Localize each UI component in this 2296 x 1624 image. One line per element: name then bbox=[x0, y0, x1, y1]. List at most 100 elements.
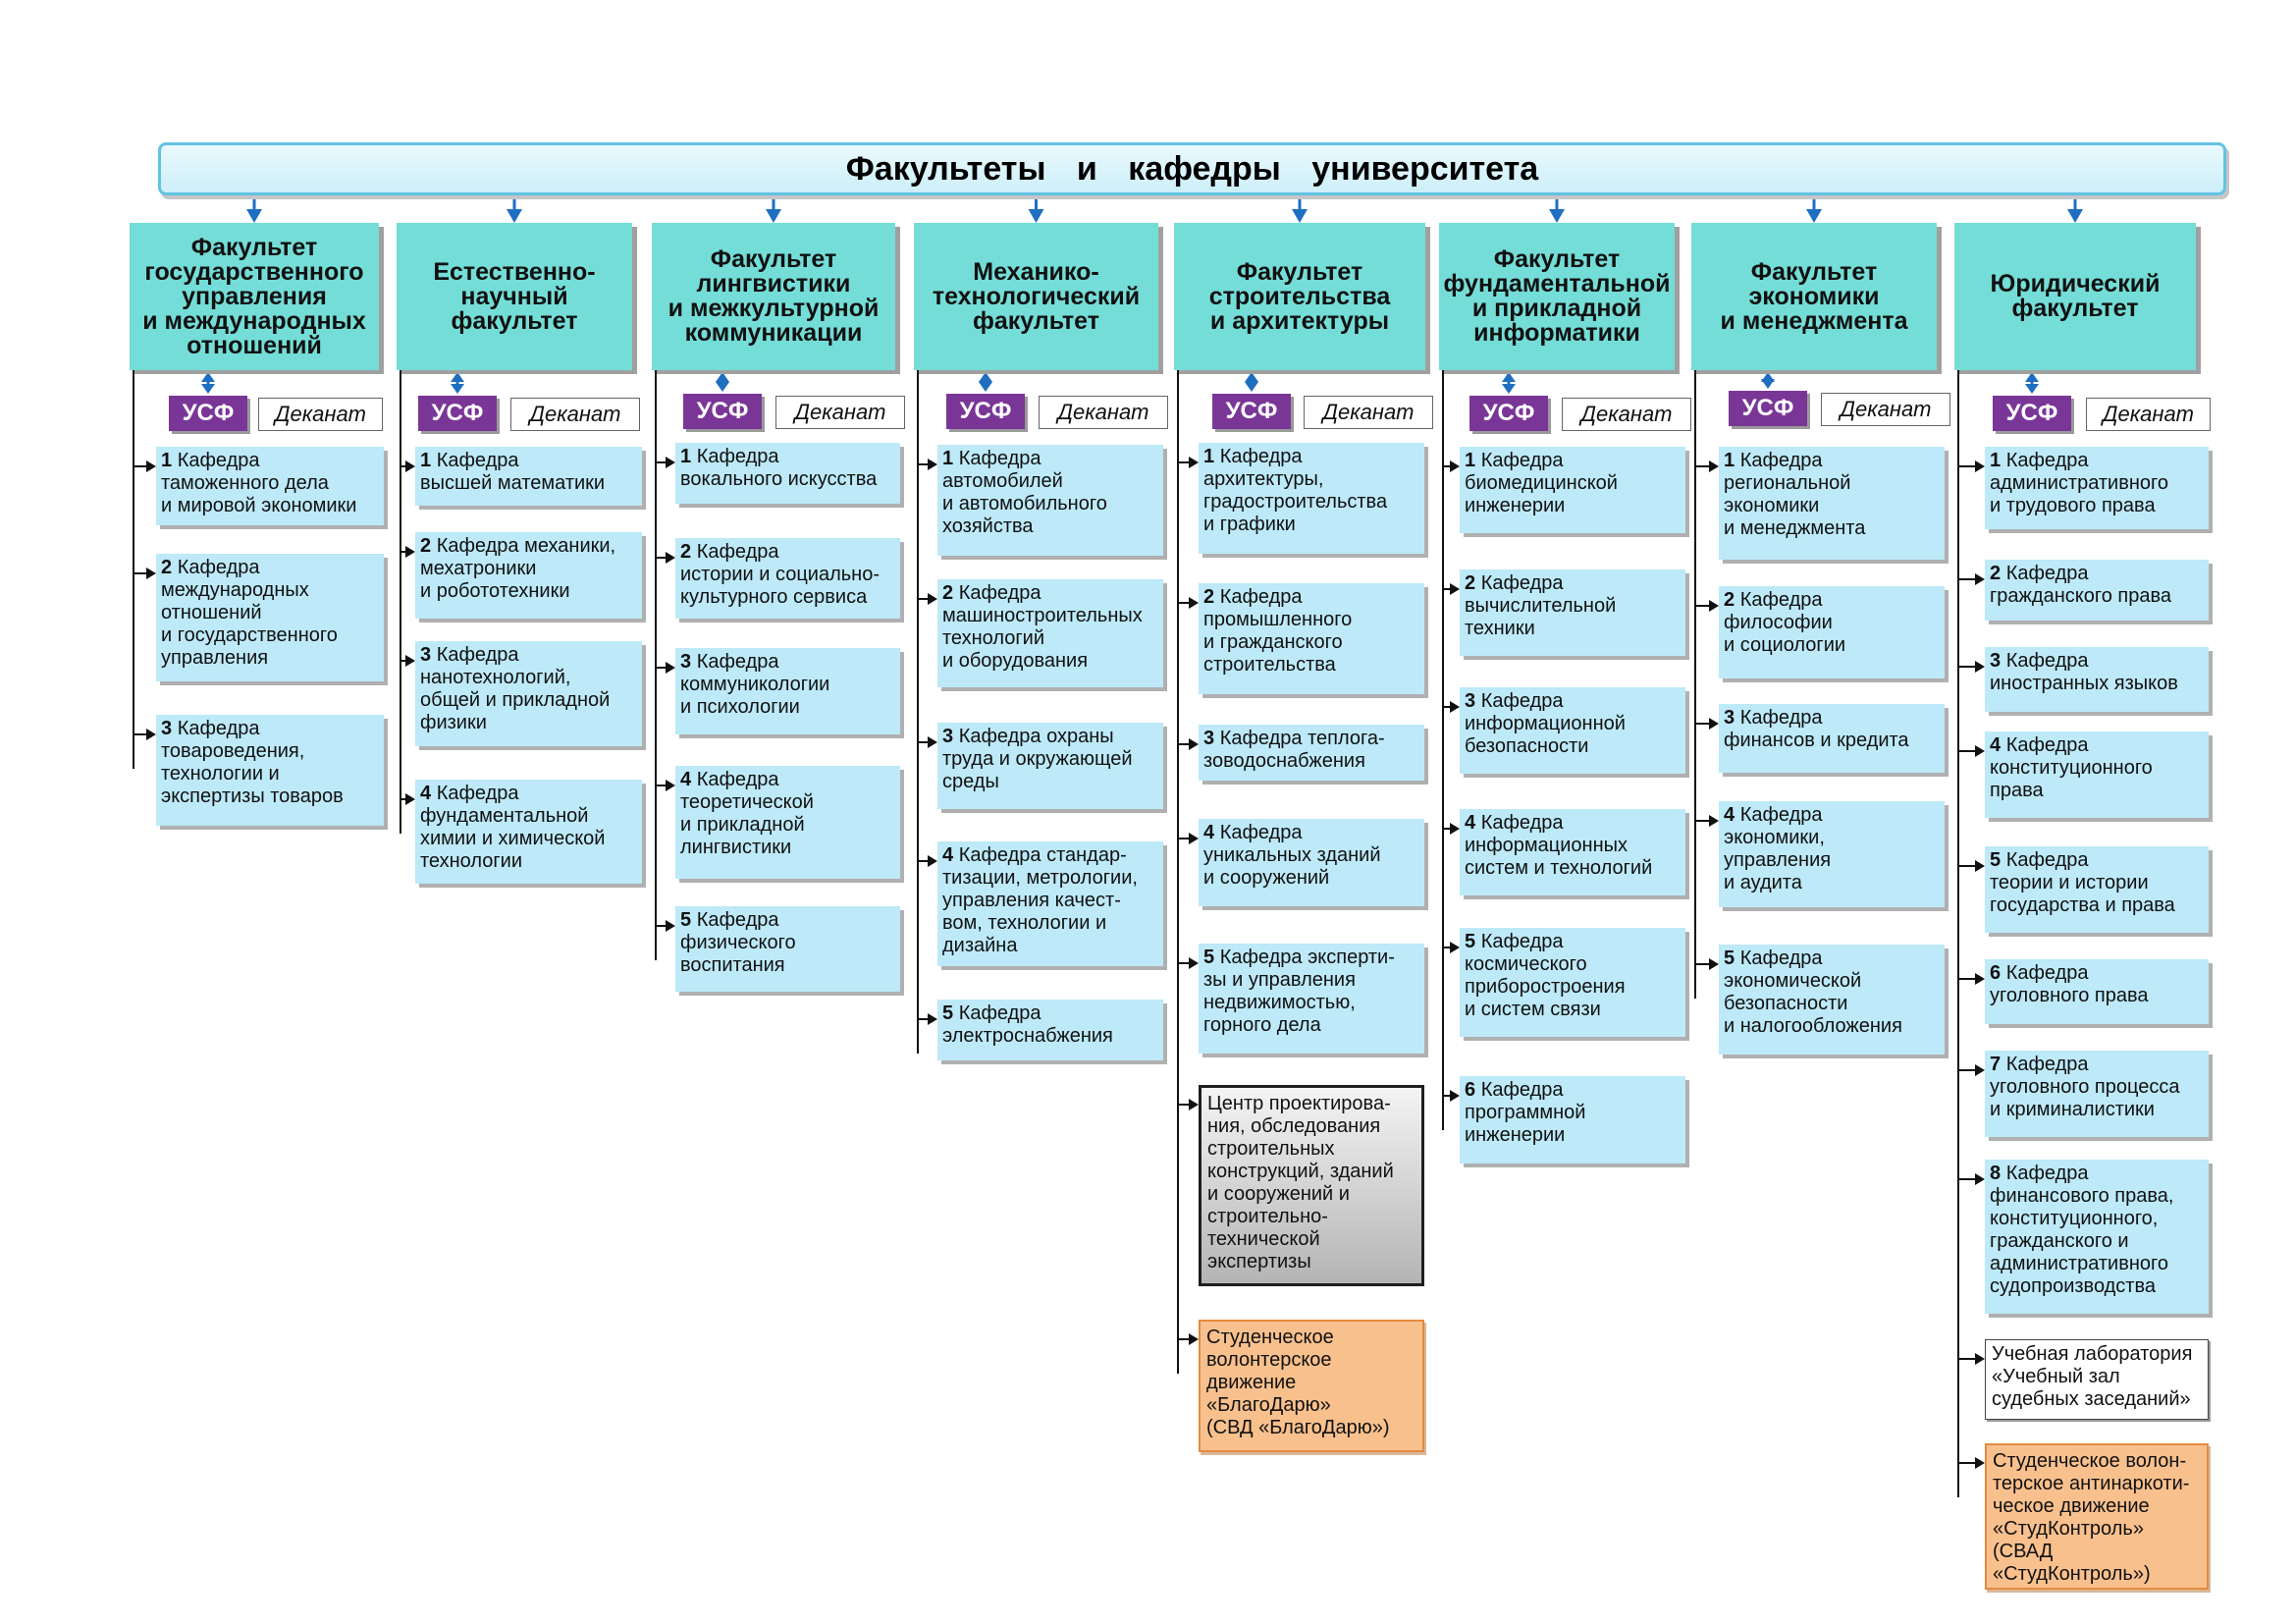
faculty-box-f1: Факультет государственного управления и … bbox=[130, 223, 379, 370]
usf-arrow-head-down bbox=[1245, 382, 1258, 392]
department-name: Кафедра теплога- зоводоснабжения bbox=[1203, 728, 1385, 772]
department-number: 8 bbox=[1990, 1163, 2002, 1184]
department-number: 1 bbox=[1724, 450, 1735, 471]
department-box: 3 Кафедра теплога- зоводоснабжения bbox=[1199, 725, 1424, 781]
banner-arrow-head bbox=[2067, 209, 2083, 223]
department-box: 1 Кафедра региональной экономики и менед… bbox=[1719, 447, 1945, 560]
department-name: Кафедра уникальных зданий и сооружений bbox=[1203, 822, 1381, 889]
faculty-name: Механико- технологический факультет bbox=[932, 257, 1141, 335]
department-arrow-head bbox=[928, 459, 937, 470]
department-arrow-head bbox=[1189, 1099, 1199, 1110]
usf-badge: УСФ bbox=[946, 394, 1025, 429]
department-number: 3 bbox=[942, 726, 954, 747]
dekanat-box: Деканат bbox=[775, 396, 905, 429]
department-number: 5 bbox=[1203, 947, 1215, 968]
department-arrow-head bbox=[1709, 815, 1719, 827]
department-name: Кафедра вычислительной техники bbox=[1465, 572, 1617, 639]
department-box: 4 Кафедра уникальных зданий и сооружений bbox=[1199, 819, 1424, 906]
department-box: 1 Кафедра вокального искусства bbox=[675, 443, 900, 504]
department-name: Кафедра архитектуры, градостроительства … bbox=[1203, 446, 1388, 535]
department-name: Кафедра автомобилей и автомобильного хоз… bbox=[942, 448, 1107, 537]
department-box: 1 Кафедра автомобилей и автомобильного х… bbox=[937, 445, 1163, 556]
department-number: 3 bbox=[161, 718, 173, 739]
department-box: 6 Кафедра программной инженерии bbox=[1460, 1076, 1685, 1164]
department-arrow-head bbox=[1975, 1173, 1985, 1185]
department-box: 3 Кафедра коммуникологии и психологии bbox=[675, 648, 900, 734]
department-name: Кафедра уголовного процесса и криминалис… bbox=[1990, 1054, 2180, 1120]
department-box: 3 Кафедра нанотехнологий, общей и прикла… bbox=[415, 641, 642, 746]
department-number: 4 bbox=[1203, 822, 1215, 843]
department-number: 5 bbox=[1990, 849, 2002, 871]
department-arrow-head bbox=[666, 662, 675, 674]
department-box: 5 Кафедра электроснабжения bbox=[937, 1000, 1163, 1060]
department-arrow-head bbox=[146, 568, 156, 579]
department-name: Учебная лаборатория «Учебный зал судебны… bbox=[1992, 1343, 2193, 1410]
usf-arrow-head-up bbox=[201, 372, 215, 382]
department-arrow-head bbox=[1975, 973, 1985, 985]
dekanat-box: Деканат bbox=[258, 398, 383, 431]
department-arrow-head bbox=[1975, 745, 1985, 757]
banner-arrow-head bbox=[507, 209, 522, 223]
department-name: Кафедра иностранных языков bbox=[1990, 650, 2178, 694]
usf-arrow-head-down bbox=[451, 384, 464, 394]
department-number: 2 bbox=[680, 541, 692, 563]
department-number: 2 bbox=[420, 535, 432, 557]
department-arrow-head bbox=[1975, 573, 1985, 585]
department-name: Кафедра философии и социологии bbox=[1724, 589, 1846, 656]
usf-badge: УСФ bbox=[1993, 396, 2071, 431]
faculty-box-f8: Юридический факультет bbox=[1954, 223, 2196, 370]
usf-arrow-head-down bbox=[716, 382, 729, 392]
department-box: 4 Кафедра экономики, управления и аудита bbox=[1719, 801, 1945, 907]
department-box: 8 Кафедра финансового права, конституцио… bbox=[1985, 1160, 2209, 1314]
faculty-name: Юридический факультет bbox=[1990, 270, 2161, 322]
department-name: Кафедра промышленного и гражданского стр… bbox=[1203, 586, 1353, 676]
department-arrow-head bbox=[1975, 1064, 1985, 1076]
department-number: 1 bbox=[1990, 450, 2002, 471]
department-box: 4 Кафедра конституционного права bbox=[1985, 731, 2209, 818]
department-arrow-head bbox=[1450, 701, 1460, 713]
faculty-name: Естественно- научный факультет bbox=[433, 257, 596, 335]
department-box: Студенческое волонтерское движение «Благ… bbox=[1199, 1320, 1424, 1452]
department-name: Кафедра космического приборостроения и с… bbox=[1465, 931, 1626, 1020]
department-number: 4 bbox=[1990, 734, 2002, 756]
department-number: 3 bbox=[1724, 707, 1735, 729]
department-arrow-head bbox=[405, 793, 415, 805]
banner-arrow-head bbox=[1292, 209, 1308, 223]
department-arrow-head bbox=[1189, 738, 1199, 750]
department-number: 4 bbox=[1465, 812, 1476, 834]
faculty-box-f6: Факультет фундаментальной и прикладной и… bbox=[1439, 223, 1675, 370]
department-number: 5 bbox=[1724, 947, 1735, 969]
department-number: 1 bbox=[1203, 446, 1215, 467]
department-number: 1 bbox=[420, 450, 432, 471]
department-box: 3 Кафедра иностранных языков bbox=[1985, 647, 2209, 712]
banner-arrow-head bbox=[246, 209, 262, 223]
department-name: Кафедра финансового права, конституционн… bbox=[1990, 1163, 2174, 1297]
department-number: 5 bbox=[680, 909, 692, 931]
department-arrow-head bbox=[1975, 860, 1985, 872]
usf-arrow-head-up bbox=[1502, 372, 1516, 382]
department-name: Кафедра охраны труда и окружающей среды bbox=[942, 726, 1133, 792]
department-number: 6 bbox=[1465, 1079, 1476, 1101]
department-box: 2 Кафедра философии и социологии bbox=[1719, 586, 1945, 678]
department-box: 2 Кафедра механики, мехатроники и робото… bbox=[415, 532, 642, 619]
department-arrow-head bbox=[666, 552, 675, 564]
department-box: Центр проектирова- ния, обследования стр… bbox=[1199, 1085, 1424, 1286]
department-box: 2 Кафедра промышленного и гражданского с… bbox=[1199, 583, 1424, 694]
department-box: 5 Кафедра экономической безопасности и н… bbox=[1719, 945, 1945, 1055]
usf-arrow-head-down bbox=[2025, 384, 2039, 394]
department-arrow-head bbox=[405, 546, 415, 558]
department-box: 3 Кафедра охраны труда и окружающей сред… bbox=[937, 723, 1163, 809]
usf-badge: УСФ bbox=[1212, 394, 1291, 429]
department-number: 3 bbox=[1990, 650, 2002, 672]
department-name: Кафедра фундаментальной химии и химическ… bbox=[420, 783, 606, 872]
department-number: 5 bbox=[942, 1002, 954, 1024]
department-arrow-head bbox=[1709, 958, 1719, 970]
department-number: 1 bbox=[1465, 450, 1476, 471]
faculty-box-f4: Механико- технологический факультет bbox=[914, 223, 1158, 370]
usf-arrow-head-up bbox=[979, 372, 992, 382]
department-arrow-head bbox=[928, 736, 937, 748]
banner-arrow-head bbox=[1028, 209, 1044, 223]
department-number: 3 bbox=[1203, 728, 1215, 749]
department-number: 5 bbox=[1465, 931, 1476, 952]
department-number: 2 bbox=[942, 582, 954, 604]
